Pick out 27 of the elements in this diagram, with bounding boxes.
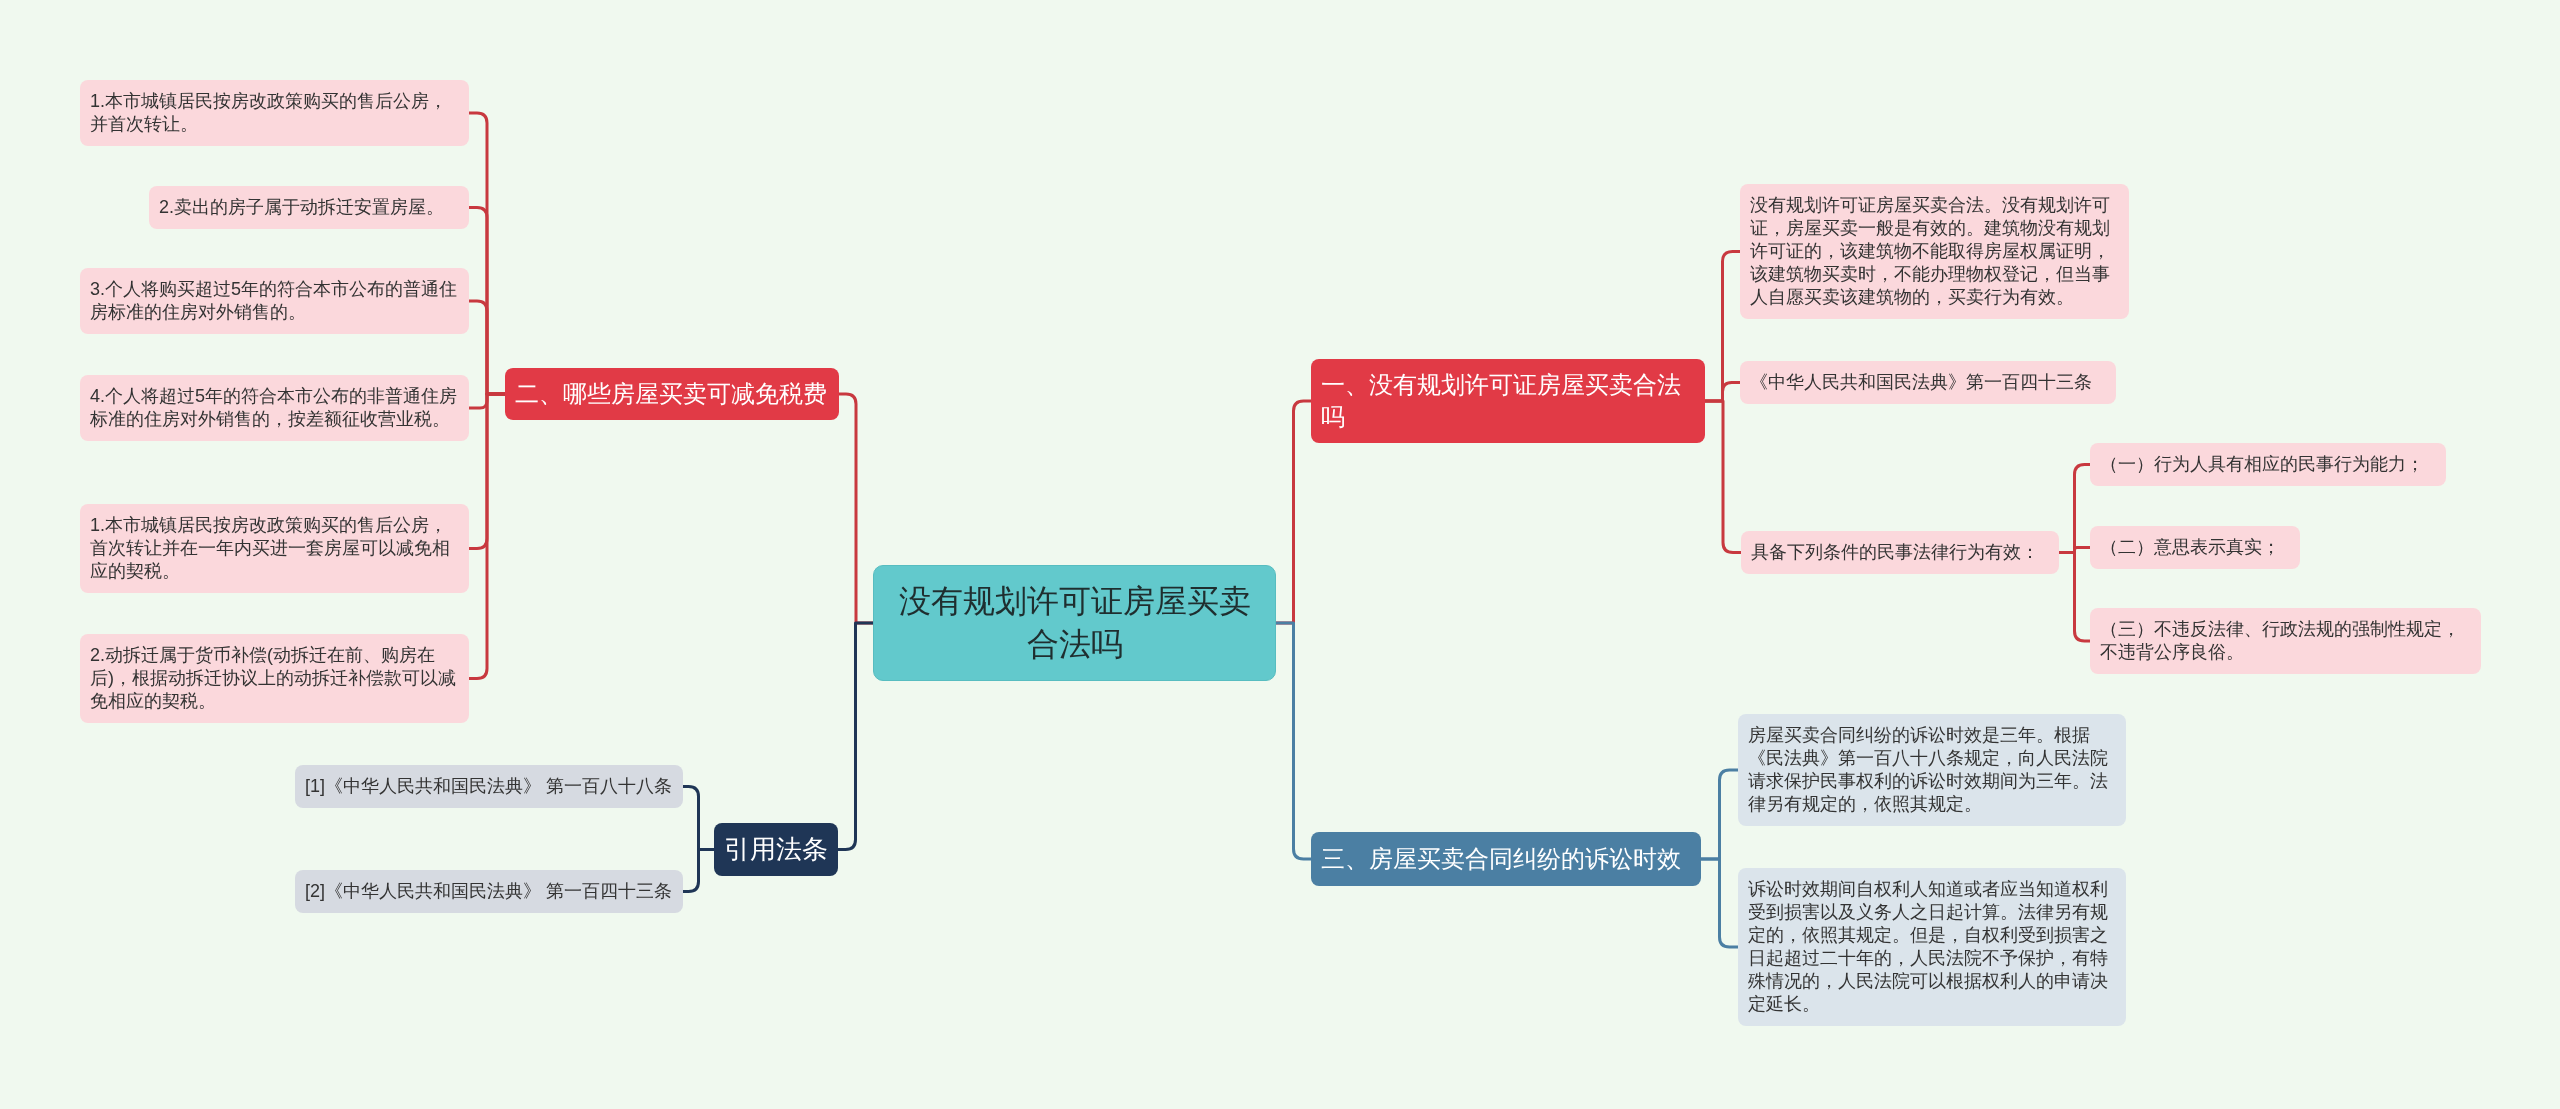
connector-line (838, 621, 873, 851)
leaf-topic: （三）不违反法律、行政法规的强制性规定，不违背公序良俗。 (2090, 608, 2481, 674)
leaf-topic: （一）行为人具有相应的民事行为能力； (2090, 443, 2446, 486)
leaf-topic: 1.本市城镇居民按房改政策购买的售后公房，并首次转让。 (80, 80, 469, 146)
leaf-topic: （二）意思表示真实； (2090, 526, 2300, 569)
connector-line (1705, 399, 1741, 554)
leaf-topic: 3.个人将购买超过5年的符合本市公布的普通住房标准的住房对外销售的。 (80, 268, 469, 334)
connector-line (683, 848, 714, 893)
leaf-topic: [1]《中华人民共和国民法典》 第一百八十八条 (295, 765, 683, 808)
leaf-topic: 4.个人将超过5年的符合本市公布的非普通住房标准的住房对外销售的，按差额征收营业税。 (80, 375, 469, 441)
branch-topic: 一、没有规划许可证房屋买卖合法吗 (1311, 359, 1705, 443)
branch-topic: 二、哪些房屋买卖可减免税费 (505, 368, 839, 420)
connector-line (1701, 857, 1738, 949)
central-topic: 没有规划许可证房屋买卖合法吗 (873, 565, 1276, 681)
leaf-topic: 《中华人民共和国民法典》第一百四十三条 (1740, 361, 2116, 404)
connector-line (469, 392, 505, 680)
connector-line (1276, 621, 1311, 861)
leaf-topic: 1.本市城镇居民按房改政策购买的售后公房，首次转让并在一年内买进一套房屋可以减免相应的契税。 (80, 504, 469, 593)
leaf-topic: 没有规划许可证房屋买卖合法。没有规划许可证，房屋买卖一般是有效的。建筑物没有规划许可证的，该建筑物不能取得房屋权属证明，该建筑物买卖时，不能办理物权登记，但当事人自愿买卖该建筑物的，买卖行为有效。 (1740, 184, 2129, 319)
leaf-topic: 房屋买卖合同纠纷的诉讼时效是三年。根据《民法典》第一百八十八条规定，向人民法院请求保护民事权利的诉讼时效期间为三年。法律另有规定的，依照其规定。 (1738, 714, 2126, 826)
branch-topic: 引用法条 (714, 823, 838, 876)
leaf-topic: 2.动拆迁属于货币补偿(动拆迁在前、购房在后)，根据动拆迁协议上的动拆迁补偿款可以减免相应的契税。 (80, 634, 469, 723)
leaf-topic: 2.卖出的房子属于动拆迁安置房屋。 (149, 186, 469, 229)
leaf-topic: [2]《中华人民共和国民法典》 第一百四十三条 (295, 870, 683, 913)
leaf-topic: 具备下列条件的民事法律行为有效： (1741, 531, 2059, 574)
leaf-topic: 诉讼时效期间自权利人知道或者应当知道权利受到损害以及义务人之日起计算。法律另有规定的，依照其规定。但是，自权利受到损害之日起超过二十年的，人民法院不予保护，有特殊情况的，人民法院可以根据权利人的申请决定延长。 (1738, 868, 2126, 1026)
branch-topic: 三、房屋买卖合同纠纷的诉讼时效 (1311, 832, 1701, 886)
